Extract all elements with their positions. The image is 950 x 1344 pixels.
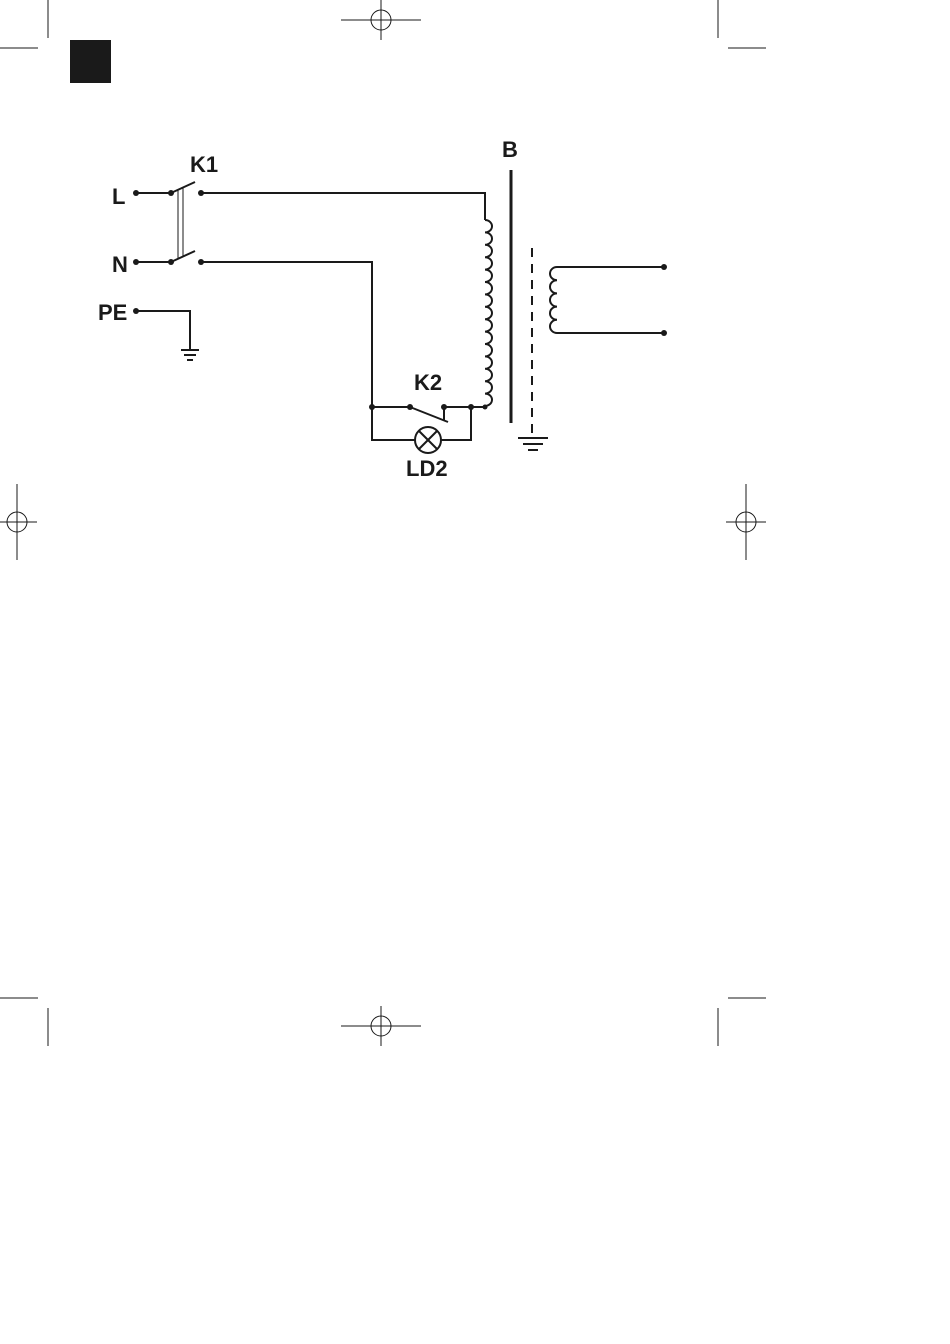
label-indicator-lamp: LD2 [406, 456, 448, 481]
registration-mark-bottom [341, 1006, 421, 1046]
label-thermal-switch: K2 [414, 370, 442, 395]
label-line: L [112, 184, 125, 209]
wire-line-to-primary [201, 193, 485, 220]
lamp-bypass-wire [372, 407, 415, 440]
terminal-line [133, 190, 171, 196]
terminal-neutral [133, 259, 171, 265]
lamp-return-wire [441, 407, 471, 440]
registration-mark-right [726, 484, 766, 560]
label-transformer: B [502, 137, 518, 162]
indicator-lamp-ld2 [415, 427, 441, 453]
earth-symbol-shield [518, 438, 548, 450]
registration-mark-top [341, 0, 421, 40]
label-main-switch: K1 [190, 152, 218, 177]
label-neutral: N [112, 252, 128, 277]
secondary-winding [550, 267, 664, 333]
wire-neutral-to-k2 [201, 262, 372, 407]
thermal-switch-k2 [369, 404, 488, 422]
language-tab-marker [70, 40, 111, 83]
crop-marks [0, 0, 766, 1046]
registration-mark-left [0, 484, 37, 560]
earth-symbol-pe [181, 350, 199, 360]
label-protective-earth: PE [98, 300, 127, 325]
secondary-terminal-upper [661, 264, 667, 270]
main-switch-k1 [168, 182, 204, 265]
terminal-protective-earth [133, 308, 190, 350]
primary-winding [485, 220, 492, 407]
secondary-terminal-lower [661, 330, 667, 336]
